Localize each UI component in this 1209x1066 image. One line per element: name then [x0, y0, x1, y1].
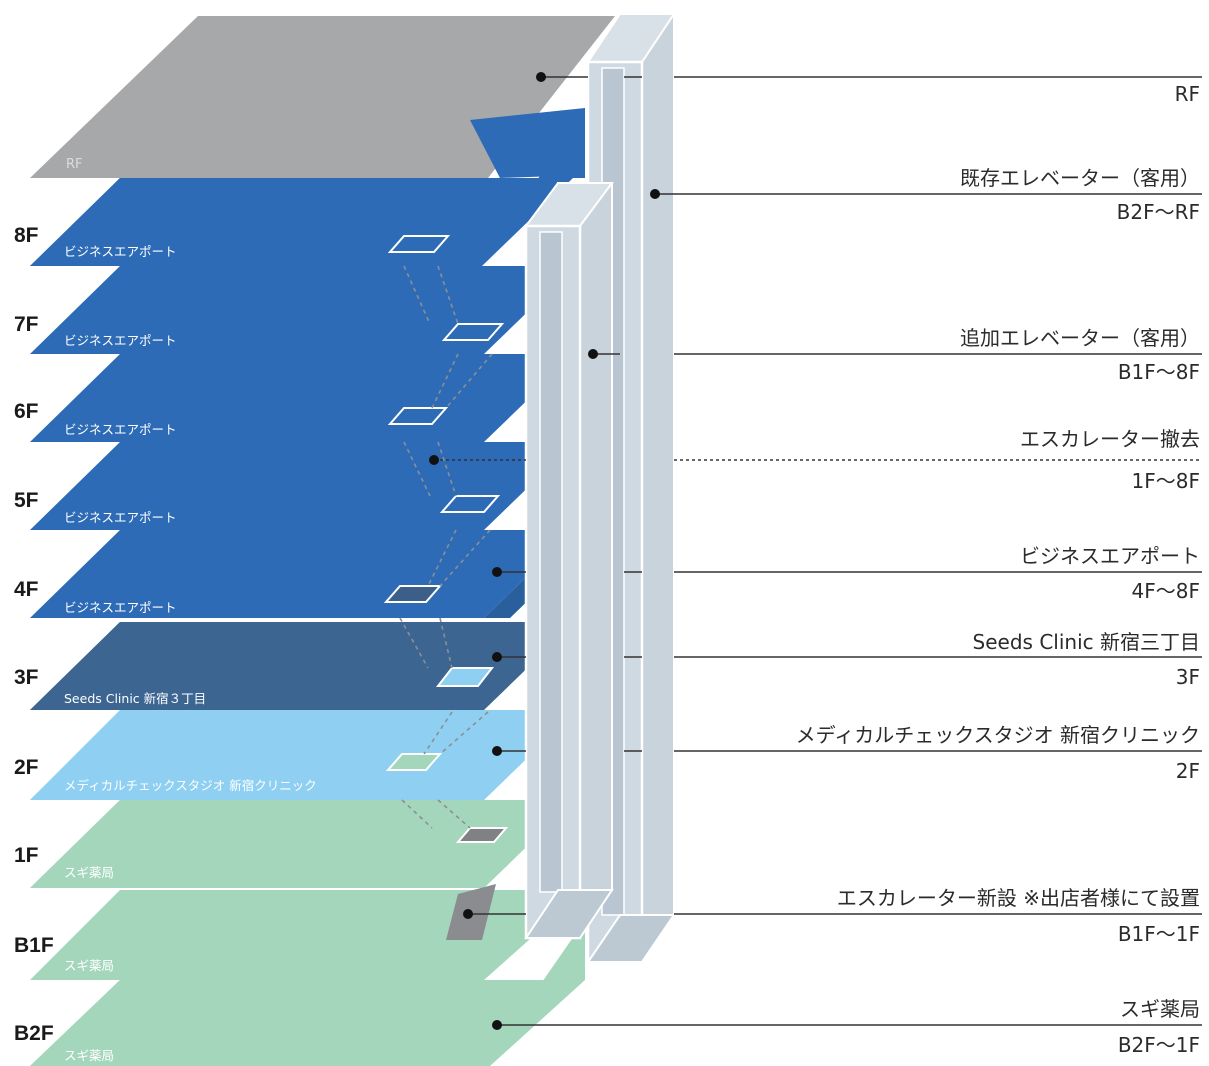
annotation-medical-check-sub: 2F	[1176, 759, 1200, 783]
plate-4f	[30, 530, 575, 618]
annotation-escalator-removal-sub: 1F～8F	[1132, 469, 1200, 493]
floor-label-b1f: B1F	[14, 934, 54, 957]
annotation-new-escalator-sub: B1F～1F	[1118, 922, 1200, 946]
floor-plates: RF ビジネスエアポート ビジネスエアポート ビジネスエアポート ビジネスエアポ…	[30, 16, 615, 1066]
annotation-added-elevator-sub: B1F～8F	[1118, 360, 1200, 384]
escalator-opening-3f	[435, 667, 495, 687]
plate-b1f-label: スギ薬局	[64, 958, 114, 973]
annotation-medical-check-title: メディカルチェックスタジオ 新宿クリニック	[796, 723, 1200, 747]
plate-rf-label: RF	[66, 157, 83, 172]
floor-label-5f: 5F	[14, 489, 39, 512]
escalator-opening-1f	[455, 827, 509, 843]
leader-lines	[434, 76, 1202, 1026]
plate-6f	[30, 354, 575, 442]
annotation-escalator-removal-title: エスカレーター撤去	[1020, 427, 1200, 451]
annotation-seeds-clinic-title: Seeds Clinic 新宿三丁目	[973, 630, 1200, 654]
annotation-existing-elevator-sub: B2F～RF	[1117, 200, 1200, 224]
annotation-seeds-clinic-sub: 3F	[1176, 665, 1200, 689]
annotation-sugi-sub: B2F～1F	[1118, 1033, 1200, 1057]
floor-label-1f: 1F	[14, 844, 39, 867]
annotation-sugi-title: スギ薬局	[1120, 997, 1200, 1021]
plate-3f-label: Seeds Clinic 新宿３丁目	[64, 691, 206, 706]
annotation-business-airport-sub: 4F～8F	[1132, 579, 1200, 603]
plate-5f-label: ビジネスエアポート	[64, 510, 177, 525]
floor-label-b2f: B2F	[14, 1022, 54, 1045]
annotation-new-escalator-title: エスカレーター新設 ※出店者様にて設置	[837, 886, 1200, 910]
annotation-rf-sub: RF	[1175, 82, 1200, 106]
escalator-opening-4f	[383, 585, 443, 603]
plate-8f-label: ビジネスエアポート	[64, 244, 177, 259]
escalator-opening-7f	[441, 323, 505, 341]
escalator-opening-5f	[439, 495, 501, 513]
annotations: RF 既存エレベーター（客用） B2F～RF 追加エレベーター（客用） B1F～…	[796, 82, 1200, 1057]
floor-label-3f: 3F	[14, 666, 39, 689]
plate-b2f-label: スギ薬局	[64, 1048, 114, 1063]
annotation-added-elevator-title: 追加エレベーター（客用）	[960, 326, 1200, 350]
added-elevator-shaft	[524, 182, 614, 940]
floor-label-6f: 6F	[14, 400, 39, 423]
floor-label-7f: 7F	[14, 313, 39, 336]
escalator-opening-8f	[387, 235, 451, 253]
floor-label-8f: 8F	[14, 224, 39, 247]
floor-labels: 8F 7F 6F 5F 4F 3F 2F 1F B1F B2F	[14, 224, 54, 1045]
plate-1f-label: スギ薬局	[64, 865, 114, 880]
removed-escalator-paths	[399, 265, 493, 829]
plate-rf	[30, 16, 615, 178]
plate-7f-label: ビジネスエアポート	[64, 333, 177, 348]
plate-7f	[30, 266, 575, 354]
plate-2f-label: メディカルチェックスタジオ 新宿クリニック	[64, 778, 317, 793]
plate-4f-label: ビジネスエアポート	[64, 600, 177, 615]
floor-label-2f: 2F	[14, 756, 39, 779]
escalator-opening-2f	[385, 753, 443, 771]
plate-5f	[30, 442, 575, 530]
annotation-business-airport-title: ビジネスエアポート	[1020, 544, 1200, 568]
annotation-existing-elevator-title: 既存エレベーター（客用）	[960, 166, 1200, 190]
plate-b1f	[30, 890, 585, 980]
floor-label-4f: 4F	[14, 578, 39, 601]
plate-6f-label: ビジネスエアポート	[64, 422, 177, 437]
leader-dots	[429, 72, 660, 1030]
